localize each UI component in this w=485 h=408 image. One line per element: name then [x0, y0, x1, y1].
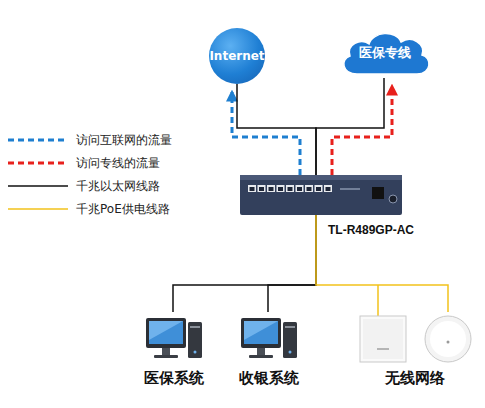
- poe-drop-line: [377, 285, 379, 316]
- internet-traffic-arrow: [232, 92, 300, 175]
- router-icon: [240, 175, 402, 215]
- legend-line: [8, 139, 68, 142]
- internet-circle: Internet: [209, 28, 265, 84]
- legend-text: 千兆PoE供电线路: [76, 201, 170, 217]
- poe-line: [316, 215, 448, 312]
- router-device: TL-R489GP-AC: [240, 175, 402, 215]
- legend-line: [8, 162, 68, 165]
- node-label: 医保专线: [337, 44, 433, 62]
- legend-line: [8, 208, 68, 210]
- ethernet-line: [237, 84, 316, 175]
- node-label: 收银系统: [233, 369, 305, 388]
- ethernet-line: [268, 215, 316, 312]
- wireless-node: 无线网络: [355, 312, 475, 390]
- node-label: Internet: [209, 28, 265, 84]
- node-label: 无线网络: [355, 369, 475, 388]
- legend-line: [8, 185, 68, 187]
- node-label: TL-R489GP-AC: [328, 223, 414, 237]
- cloud-node: 医保专线: [337, 28, 433, 78]
- legend-text: 访问互联网的流量: [76, 132, 172, 148]
- legend-text: 访问专线的流量: [76, 155, 160, 171]
- computer-node: 医保系统: [138, 312, 210, 390]
- legend-samples: [8, 140, 68, 209]
- node-label: 医保系统: [138, 369, 210, 388]
- ethernet-line: [173, 215, 316, 312]
- computer-node: 收银系统: [233, 312, 305, 390]
- ethernet-line: [316, 78, 384, 175]
- private-line-traffic-arrow: [332, 86, 392, 175]
- legend-text: 千兆以太网线路: [76, 178, 160, 194]
